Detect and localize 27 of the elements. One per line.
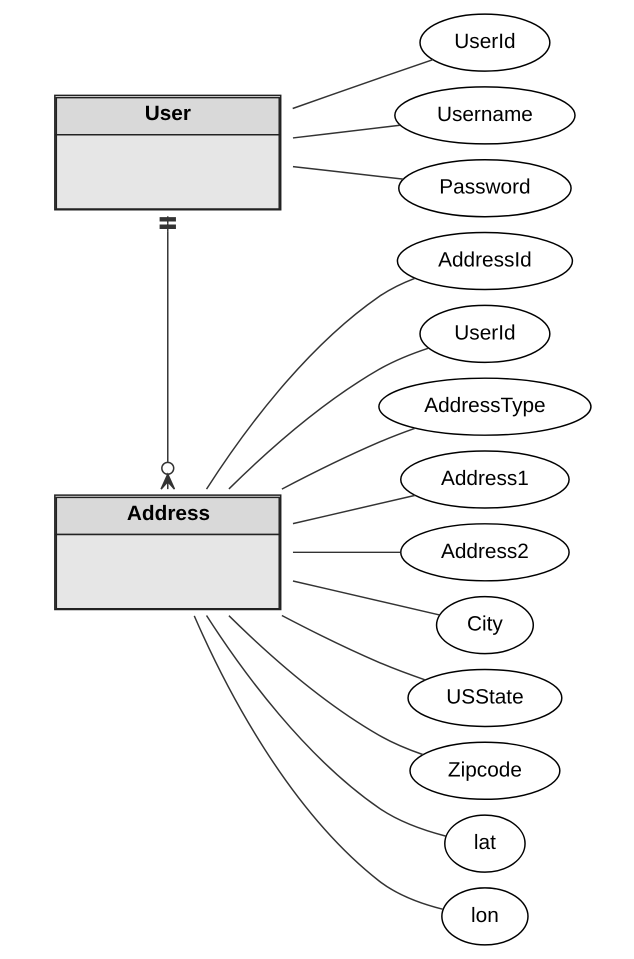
node-ellipse: City <box>436 596 534 654</box>
connector <box>228 615 424 756</box>
node-ellipse: AddressId <box>396 232 574 290</box>
connector <box>228 347 429 490</box>
connector <box>194 616 444 910</box>
connector <box>206 615 446 837</box>
connector <box>292 166 404 180</box>
node-ellipse: UserId <box>419 304 551 364</box>
node-ellipse: lon <box>441 887 529 946</box>
connector <box>292 552 400 554</box>
node-ellipse: Zipcode <box>409 742 561 800</box>
connector <box>282 614 426 681</box>
connector <box>206 278 416 490</box>
node-ellipse: lat <box>444 814 526 873</box>
node-ellipse: Address1 <box>400 450 570 509</box>
connector <box>292 124 400 139</box>
node-ellipse: Password <box>398 159 572 218</box>
node-ellipse: UserId <box>419 13 551 72</box>
connector <box>292 494 416 524</box>
connector <box>292 580 440 616</box>
connector <box>292 59 434 110</box>
node-ellipse: Username <box>394 86 576 145</box>
node-ellipse: USState <box>407 668 563 728</box>
connector <box>282 427 416 490</box>
node-ellipse: Address2 <box>400 523 570 582</box>
node-ellipse: AddressType <box>378 377 592 436</box>
connector <box>160 216 176 490</box>
